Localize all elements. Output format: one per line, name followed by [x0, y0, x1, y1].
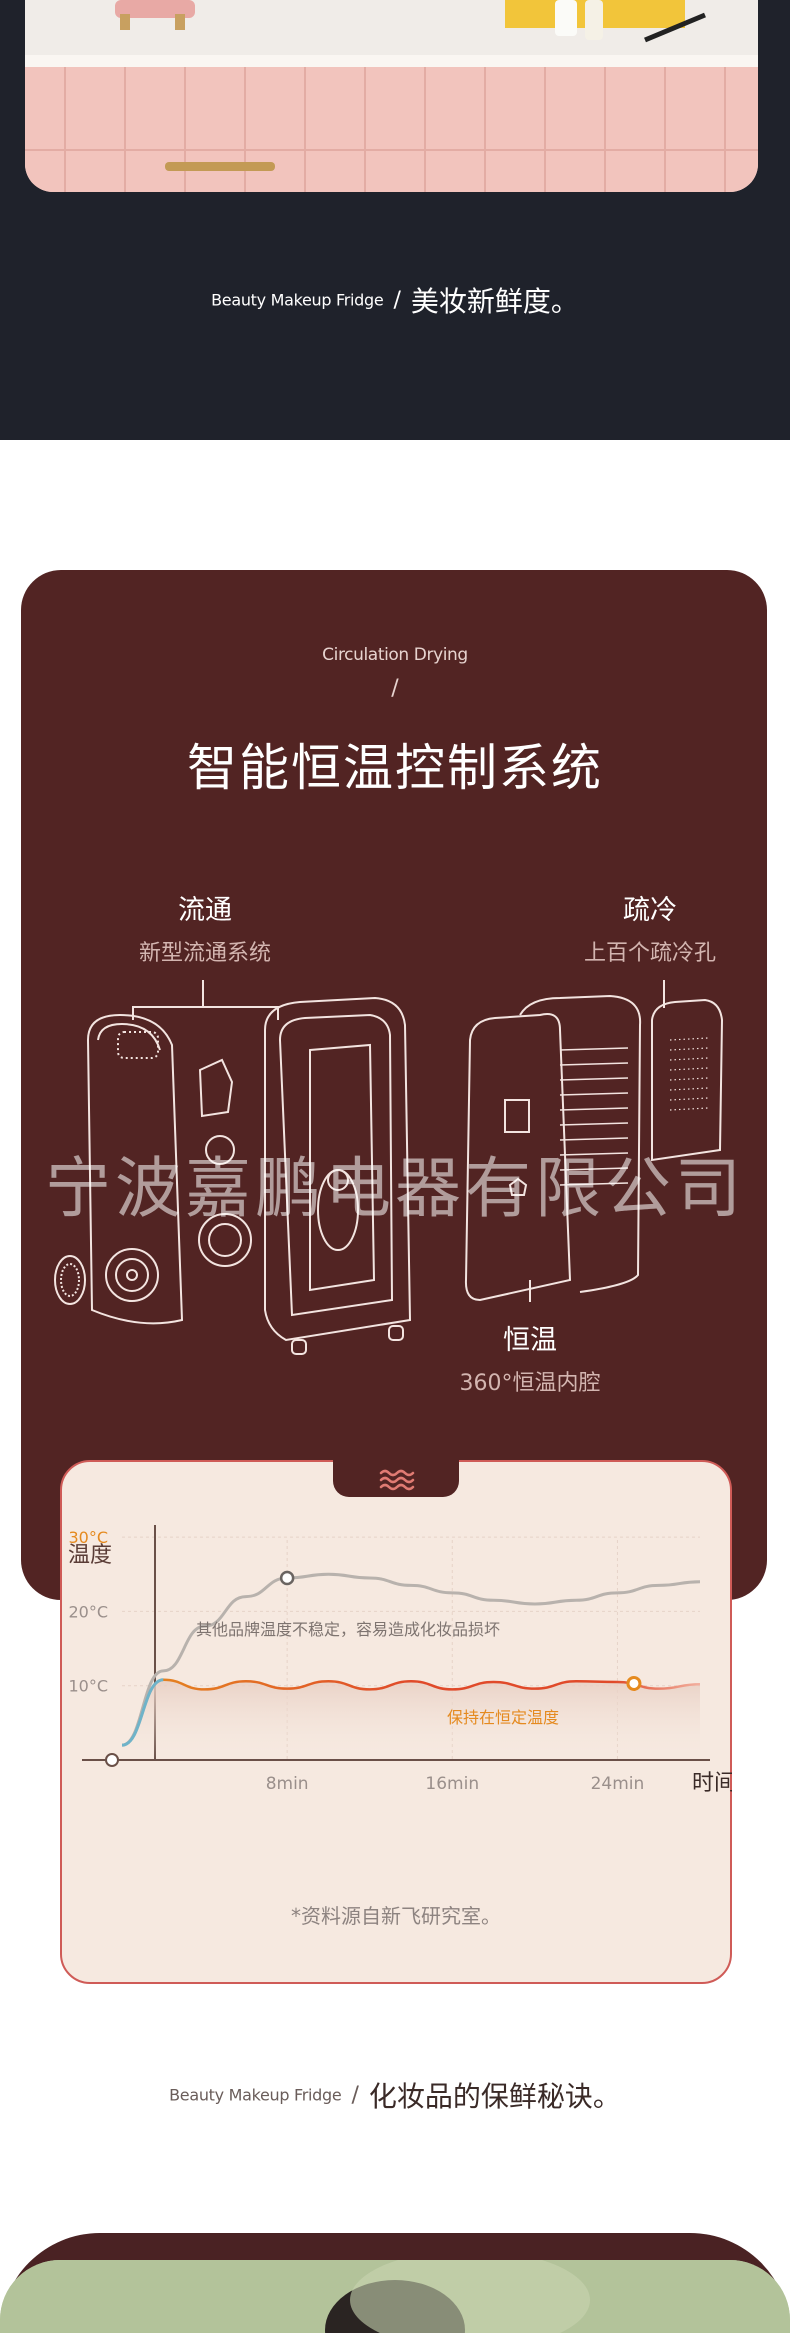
feature-title: 恒温 [503, 1325, 557, 1356]
fridge-exploded-diagram [54, 980, 724, 1355]
x-tick-label: 24min [591, 1774, 645, 1794]
annotation-other-brands: 其他品牌温度不稳定，容易造成化妆品损坏 [196, 1620, 500, 1639]
x-tick-label: 16min [425, 1774, 479, 1794]
hero-tagline: Beauty Makeup Fridge / 美妆新鲜度。 [0, 280, 790, 320]
system-eyebrow: Circulation Drying [322, 645, 468, 665]
model-photo [0, 2260, 790, 2333]
y-tick-label: 10°C [68, 1677, 108, 1696]
feature-subtitle: 360°恒温内腔 [459, 1371, 601, 1396]
tagline-separator: / [393, 287, 401, 313]
constant-area-fill [122, 1679, 700, 1760]
feature-subtitle: 上百个疏冷孔 [583, 941, 716, 966]
y-axis-label: 温度 [68, 1543, 112, 1568]
system-card [21, 570, 767, 1600]
feature-title: 疏冷 [623, 895, 677, 926]
feature-circulation: 流通 新型流通系统 [100, 888, 310, 967]
company-watermark: 宁波嘉鹏电器有限公司 [45, 1150, 745, 1227]
y-tick-label: 20°C [68, 1602, 108, 1621]
feature-constant-temp: 恒温 360°恒温内腔 [430, 1318, 630, 1397]
series-constant-line [121, 1678, 701, 1747]
other-peak-marker [279, 1570, 295, 1586]
series-other-brands-line [121, 1572, 701, 1747]
feature-subtitle: 新型流通系统 [138, 941, 271, 966]
tagline-chinese: 化妆品的保鲜秘诀。 [368, 2080, 621, 2113]
feature-title: 流通 [178, 895, 232, 926]
tagline-english: Beauty Makeup Fridge [169, 2085, 342, 2105]
wave-icon [379, 1469, 415, 1491]
tagline-chinese: 美妆新鲜度。 [410, 285, 579, 318]
chart-notch [333, 1459, 459, 1497]
annotation-constant: 保持在恒定温度 [447, 1708, 559, 1727]
y-tick-label: 30°C [68, 1528, 108, 1547]
feature-cooling: 疏冷 上百个疏冷孔 [560, 888, 740, 967]
vanity-fridge-photo [25, 0, 758, 192]
bottom-tagline: Beauty Makeup Fridge / 化妆品的保鲜秘诀。 [0, 2075, 790, 2115]
series-rise-segment [121, 1678, 164, 1747]
origin-marker [105, 1753, 119, 1767]
constant-marker [626, 1675, 642, 1691]
x-axis-label: 时间 [692, 1771, 732, 1796]
system-slash: / [391, 676, 399, 701]
system-title: 智能恒温控制系统 [187, 739, 603, 797]
x-tick-label: 8min [266, 1774, 309, 1794]
tagline-separator: / [351, 2082, 359, 2108]
tagline-english: Beauty Makeup Fridge [211, 290, 384, 310]
chart-source-note: *资料源自新飞研究室。 [291, 1904, 501, 1928]
